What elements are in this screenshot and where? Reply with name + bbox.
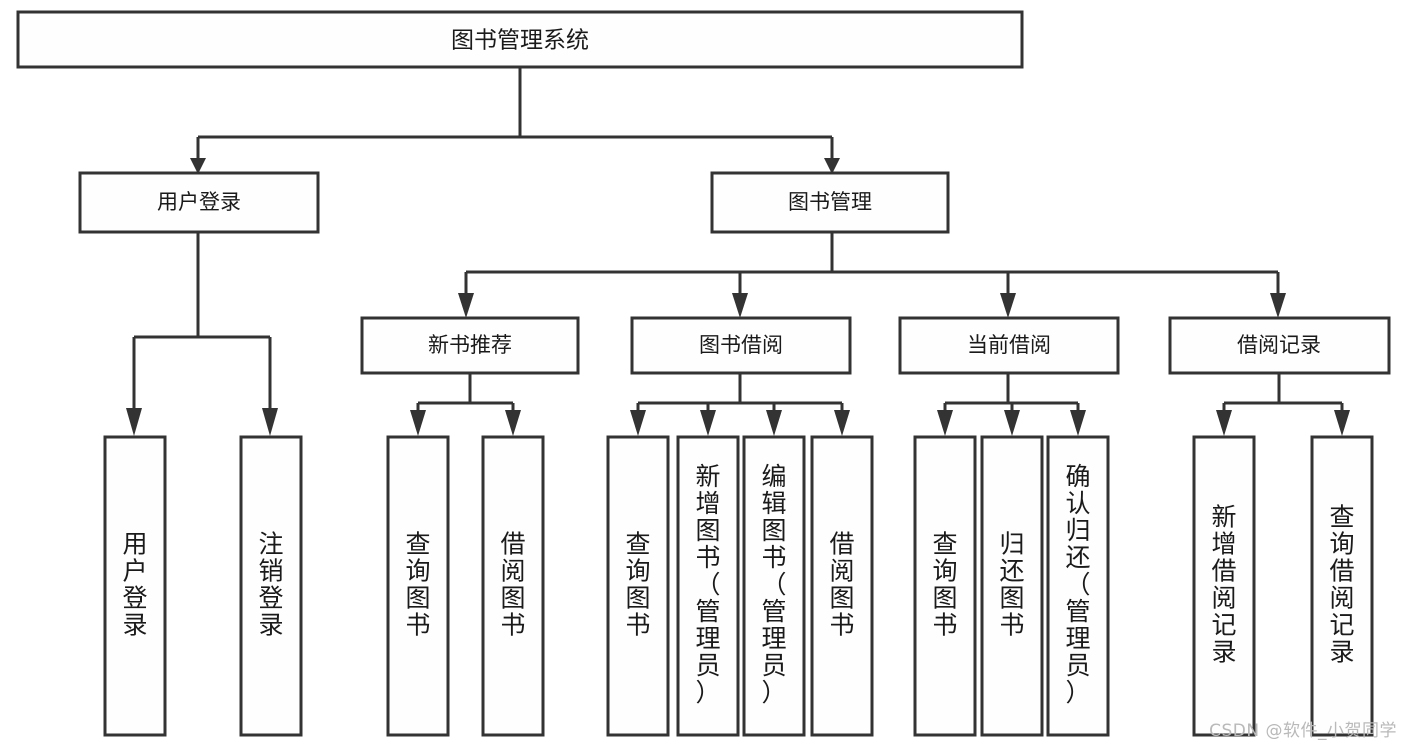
arrow-head-newbook-leaf-2: [505, 410, 521, 436]
leaf-book-borrow-1-box[interactable]: [606, 435, 670, 737]
leaf-borrow-record-1-label: 新增借阅记录: [1211, 503, 1236, 667]
arrow-head-bookborrow-leaf-3: [766, 410, 782, 436]
leaf-new-book-2-box[interactable]: [481, 435, 545, 737]
arrow-head-bookborrow-leaf-1: [630, 410, 646, 436]
arrow-head-borrowrecord-leaf-1: [1216, 410, 1232, 436]
leaf-new-book-2[interactable]: 借阅图书: [481, 435, 545, 737]
node-book-manage[interactable]: 图书管理: [710, 171, 950, 234]
node-root-label: 图书管理系统: [451, 28, 589, 54]
leaf-book-borrow-4-label: 借阅图书: [829, 530, 854, 640]
node-book-borrow[interactable]: 图书借阅: [630, 316, 852, 375]
leaf-user-login-2[interactable]: 注销登录: [239, 435, 303, 737]
leaf-new-book-2-label: 借阅图书: [500, 530, 525, 640]
leaf-book-borrow-4[interactable]: 借阅图书: [810, 435, 874, 737]
node-root[interactable]: 图书管理系统: [16, 10, 1024, 69]
leaf-current-borrow-1-box[interactable]: [913, 435, 977, 737]
leaf-user-login-1-label: 用户登录: [122, 530, 147, 640]
leaf-current-borrow-2-box[interactable]: [980, 435, 1044, 737]
arrow-head-bookborrow-leaf-2: [700, 410, 716, 436]
leaf-book-borrow-2-box[interactable]: [676, 435, 740, 737]
arrow-head-newbook-leaf-1: [410, 410, 426, 436]
leaf-user-login-1-box[interactable]: [103, 435, 167, 737]
leaf-user-login-2-box[interactable]: [239, 435, 303, 737]
arrow-head-borrow-record: [1270, 293, 1286, 318]
leaf-new-book-1-box[interactable]: [386, 435, 450, 737]
node-user-login-box[interactable]: [78, 171, 320, 234]
node-user-login[interactable]: 用户登录: [78, 171, 320, 234]
node-user-login-label: 用户登录: [157, 190, 241, 214]
leaf-current-borrow-3-label: 确认归还（管理员）: [1065, 462, 1090, 707]
leaf-book-borrow-4-box[interactable]: [810, 435, 874, 737]
leaf-book-borrow-1[interactable]: 查询图书: [606, 435, 670, 737]
leaf-current-borrow-3[interactable]: 确认归还（管理员）: [1046, 435, 1110, 737]
node-book-manage-label: 图书管理: [788, 190, 872, 214]
arrow-head-book-manage: [824, 158, 840, 174]
leaf-book-borrow-3-box[interactable]: [742, 435, 806, 737]
node-book-borrow-label: 图书借阅: [699, 333, 783, 357]
node-current-borrow-box[interactable]: [898, 316, 1120, 375]
leaf-book-borrow-1-label: 查询图书: [625, 530, 650, 640]
node-new-book-recommend-label: 新书推荐: [428, 333, 512, 357]
node-new-book-recommend[interactable]: 新书推荐: [360, 316, 580, 375]
leaf-user-login-1[interactable]: 用户登录: [103, 435, 167, 737]
arrow-head-leaf-user-login: [126, 408, 142, 436]
leaf-current-borrow-3-box[interactable]: [1046, 435, 1110, 737]
arrow-head-user-login: [190, 158, 206, 174]
node-borrow-record[interactable]: 借阅记录: [1168, 316, 1391, 375]
leaf-new-book-1-label: 查询图书: [405, 530, 430, 640]
leaf-borrow-record-2-label: 查询借阅记录: [1329, 503, 1354, 667]
connector-layer: [126, 67, 1350, 436]
leaf-borrow-record-2[interactable]: 查询借阅记录: [1310, 435, 1374, 737]
leaf-borrow-record-2-box[interactable]: [1310, 435, 1374, 737]
node-borrow-record-box[interactable]: [1168, 316, 1391, 375]
node-book-manage-box[interactable]: [710, 171, 950, 234]
node-current-borrow-label: 当前借阅: [967, 333, 1051, 357]
watermark-label: CSDN @软件_小贺同学: [1209, 721, 1397, 741]
arrow-head-new-book: [458, 293, 474, 318]
leaf-book-borrow-3-label: 编辑图书（管理员）: [761, 462, 786, 707]
arrow-head-currentborrow-leaf-3: [1070, 410, 1086, 436]
leaf-borrow-record-1[interactable]: 新增借阅记录: [1192, 435, 1256, 737]
leaf-book-borrow-2[interactable]: 新增图书（管理员）: [676, 435, 740, 737]
leaf-current-borrow-2[interactable]: 归还图书: [980, 435, 1044, 737]
node-book-borrow-box[interactable]: [630, 316, 852, 375]
leaf-borrow-record-1-box[interactable]: [1192, 435, 1256, 737]
arrow-head-borrowrecord-leaf-2: [1334, 410, 1350, 436]
leaf-current-borrow-2-label: 归还图书: [999, 530, 1024, 640]
arrow-head-currentborrow-leaf-1: [937, 410, 953, 436]
leaf-book-borrow-2-label: 新增图书（管理员）: [695, 462, 720, 707]
node-root-box[interactable]: [16, 10, 1024, 69]
node-borrow-record-label: 借阅记录: [1237, 333, 1321, 357]
arrow-head-current-borrow: [1000, 293, 1016, 318]
leaf-current-borrow-1[interactable]: 查询图书: [913, 435, 977, 737]
arrow-head-book-borrow: [732, 293, 748, 318]
arrow-head-leaf-logout: [262, 408, 278, 436]
leaf-book-borrow-3[interactable]: 编辑图书（管理员）: [742, 435, 806, 737]
arrow-head-currentborrow-leaf-2: [1004, 410, 1020, 436]
leaf-current-borrow-1-label: 查询图书: [932, 530, 957, 640]
leaf-new-book-1[interactable]: 查询图书: [386, 435, 450, 737]
node-new-book-recommend-box[interactable]: [360, 316, 580, 375]
leaf-user-login-2-label: 注销登录: [258, 530, 283, 640]
arrow-head-bookborrow-leaf-4: [834, 410, 850, 436]
node-current-borrow[interactable]: 当前借阅: [898, 316, 1120, 375]
